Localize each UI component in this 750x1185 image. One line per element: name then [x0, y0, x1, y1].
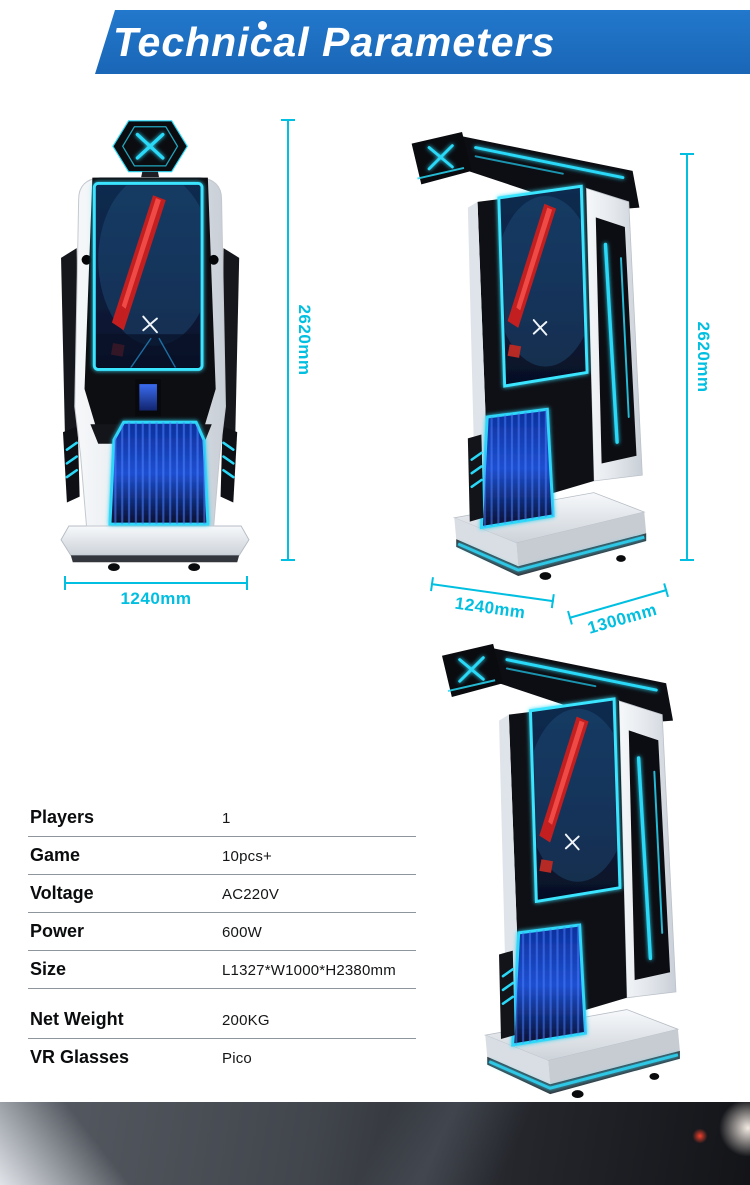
dimension-tick	[680, 153, 694, 155]
table-row: Power 600W	[28, 913, 416, 951]
dimension-tick	[281, 119, 295, 121]
vr-machine-side-image	[400, 126, 652, 582]
dimension-front-height: 2620mm	[281, 119, 321, 561]
spec-value: L1327*W1000*H2380mm	[222, 962, 396, 979]
spec-table: Players 1 Game 10pcs+ Voltage AC220V Pow…	[28, 799, 416, 1076]
spec-label: Size	[30, 959, 67, 979]
banner-dot-icon	[258, 21, 267, 30]
spec-value: 200KG	[222, 1012, 270, 1029]
table-row: VR Glasses Pico	[28, 1039, 416, 1076]
table-row: Game 10pcs+	[28, 837, 416, 875]
spec-value: AC220V	[222, 886, 280, 903]
table-row: Players 1	[28, 799, 416, 837]
spec-label: VR Glasses	[30, 1047, 130, 1067]
vr-machine-side-image-2	[430, 638, 686, 1100]
dimension-label: 2620mm	[694, 321, 713, 393]
spec-value: 600W	[222, 924, 262, 941]
dimension-line	[287, 119, 289, 561]
dimension-tick	[680, 559, 694, 561]
section-banner: Technical Parameters	[95, 10, 750, 74]
dimension-label: 1240mm	[453, 593, 527, 623]
spec-label: Power	[30, 921, 85, 941]
spec-label: Net Weight	[30, 1009, 124, 1029]
spec-label: Game	[30, 845, 81, 865]
product-photo-strip	[0, 1102, 750, 1185]
spec-value: Pico	[222, 1050, 252, 1067]
spec-label: Voltage	[30, 883, 94, 903]
spec-value: 1	[222, 810, 231, 827]
dimension-line	[64, 582, 248, 584]
dimension-front-width: 1240mm	[64, 576, 248, 608]
spec-label: Players	[30, 807, 95, 827]
table-row: Net Weight 200KG	[28, 1001, 416, 1039]
dimension-label: 1240mm	[120, 589, 192, 608]
dimension-tick	[64, 576, 66, 590]
dimension-tick	[246, 576, 248, 590]
table-row: Voltage AC220V	[28, 875, 416, 913]
dimension-tick	[281, 559, 295, 561]
dimension-line	[686, 153, 688, 561]
table-row: Size L1327*W1000*H2380mm	[28, 951, 416, 989]
page-title: Technical Parameters	[113, 18, 556, 65]
dimension-side-height: 2620mm	[680, 153, 720, 561]
spec-value: 10pcs+	[222, 848, 272, 865]
dimension-side-depth: 1300mm	[567, 583, 669, 638]
dimension-label: 2620mm	[295, 304, 314, 376]
vr-machine-front-image	[57, 113, 253, 573]
